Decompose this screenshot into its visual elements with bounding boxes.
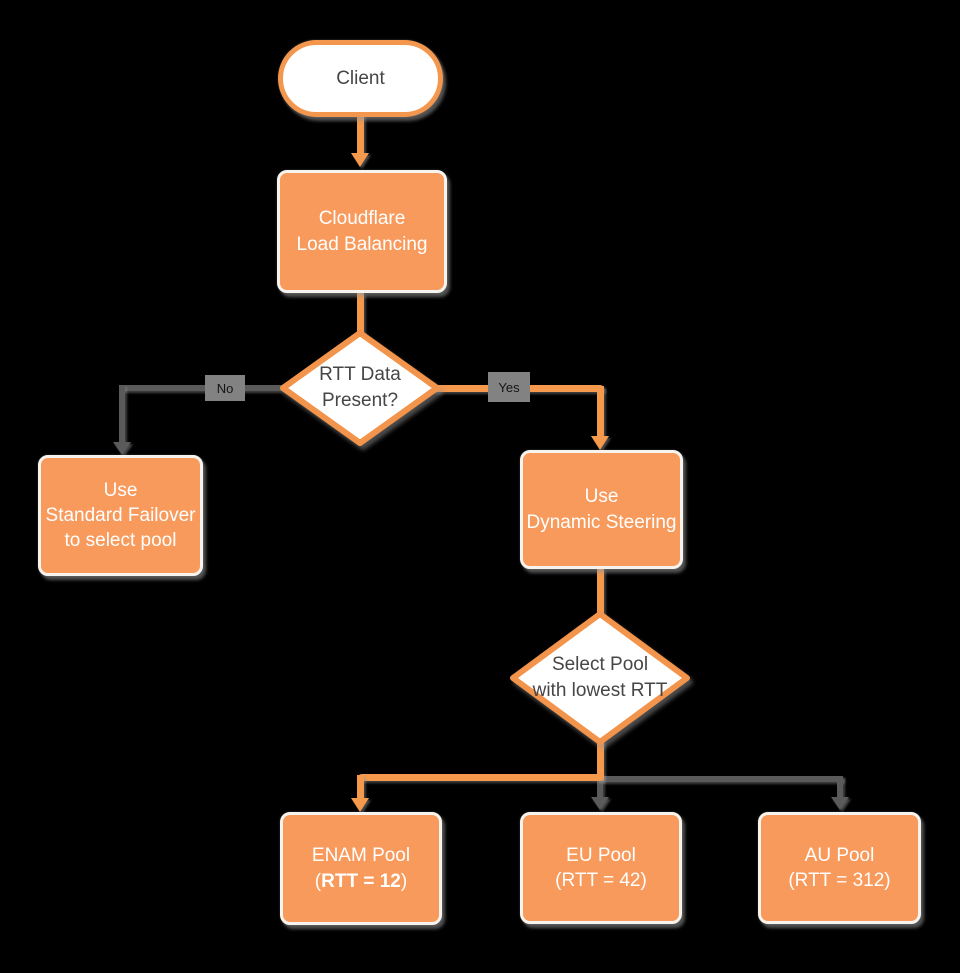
au-pool-title: AU Pool <box>804 844 875 866</box>
connector-yes-vertical <box>597 386 604 436</box>
standard-failover-line3: to select pool <box>64 530 177 552</box>
connector-au-vertical <box>837 776 843 799</box>
edge-label-no: No <box>205 375 245 401</box>
client-label: Client <box>336 67 385 89</box>
connector-selectpool-junction <box>597 740 604 781</box>
au-pool-rtt: (RTT = 312) <box>788 870 891 891</box>
arrowhead-standard-failover <box>113 442 131 455</box>
edge-label-yes: Yes <box>488 372 530 402</box>
dynamic-steering-line1: Use <box>584 486 619 508</box>
load-balancer-line1: Cloudflare <box>318 208 406 230</box>
arrowhead-enam-pool <box>351 798 369 812</box>
arrowhead-au-pool <box>831 797 849 810</box>
connector-lb-decision <box>357 293 364 340</box>
connector-ds-selectpool <box>597 569 604 619</box>
eu-pool-node: EU Pool (RTT = 42) <box>520 812 682 924</box>
connector-eu-vertical <box>597 777 603 798</box>
client-node: Client <box>278 40 443 117</box>
enam-pool-title: ENAM Pool <box>311 845 411 867</box>
arrowhead-load-balancer <box>351 153 369 167</box>
standard-failover-line1: Use <box>103 479 138 501</box>
select-pool-diamond <box>510 611 690 745</box>
edge-label-yes-text: Yes <box>498 379 520 395</box>
eu-pool-rtt: (RTT = 42) <box>555 870 647 891</box>
au-pool-node: AU Pool (RTT = 312) <box>758 812 921 924</box>
enam-pool-node: ENAM Pool (RTT = 12) <box>280 812 442 925</box>
rtt-decision-diamond <box>280 330 440 446</box>
arrowhead-dynamic-steering2 <box>591 436 609 450</box>
connector-no-vertical <box>119 385 125 443</box>
dynamic-steering-node: Use Dynamic Steering <box>520 450 683 569</box>
standard-failover-node: Use Standard Failover to select pool <box>38 455 203 576</box>
enam-pool-rtt: (RTT = 12) <box>314 870 408 892</box>
connector-client-lb <box>357 112 364 154</box>
load-balancer-node: Cloudflare Load Balancing <box>277 170 447 293</box>
connector-enam-horizontal <box>357 774 604 781</box>
edge-label-no-text: No <box>216 380 234 396</box>
arrowhead-eu-pool <box>591 797 609 810</box>
connector-enam-vertical <box>357 775 364 800</box>
load-balancer-line2: Load Balancing <box>296 233 428 255</box>
enam-pool-rtt-value: RTT = 12 <box>321 870 401 892</box>
standard-failover-line2: Standard Failover <box>45 504 196 526</box>
connector-au-horizontal <box>600 776 843 782</box>
dynamic-steering-line2: Dynamic Steering <box>526 511 677 533</box>
eu-pool-title: EU Pool <box>566 844 636 866</box>
